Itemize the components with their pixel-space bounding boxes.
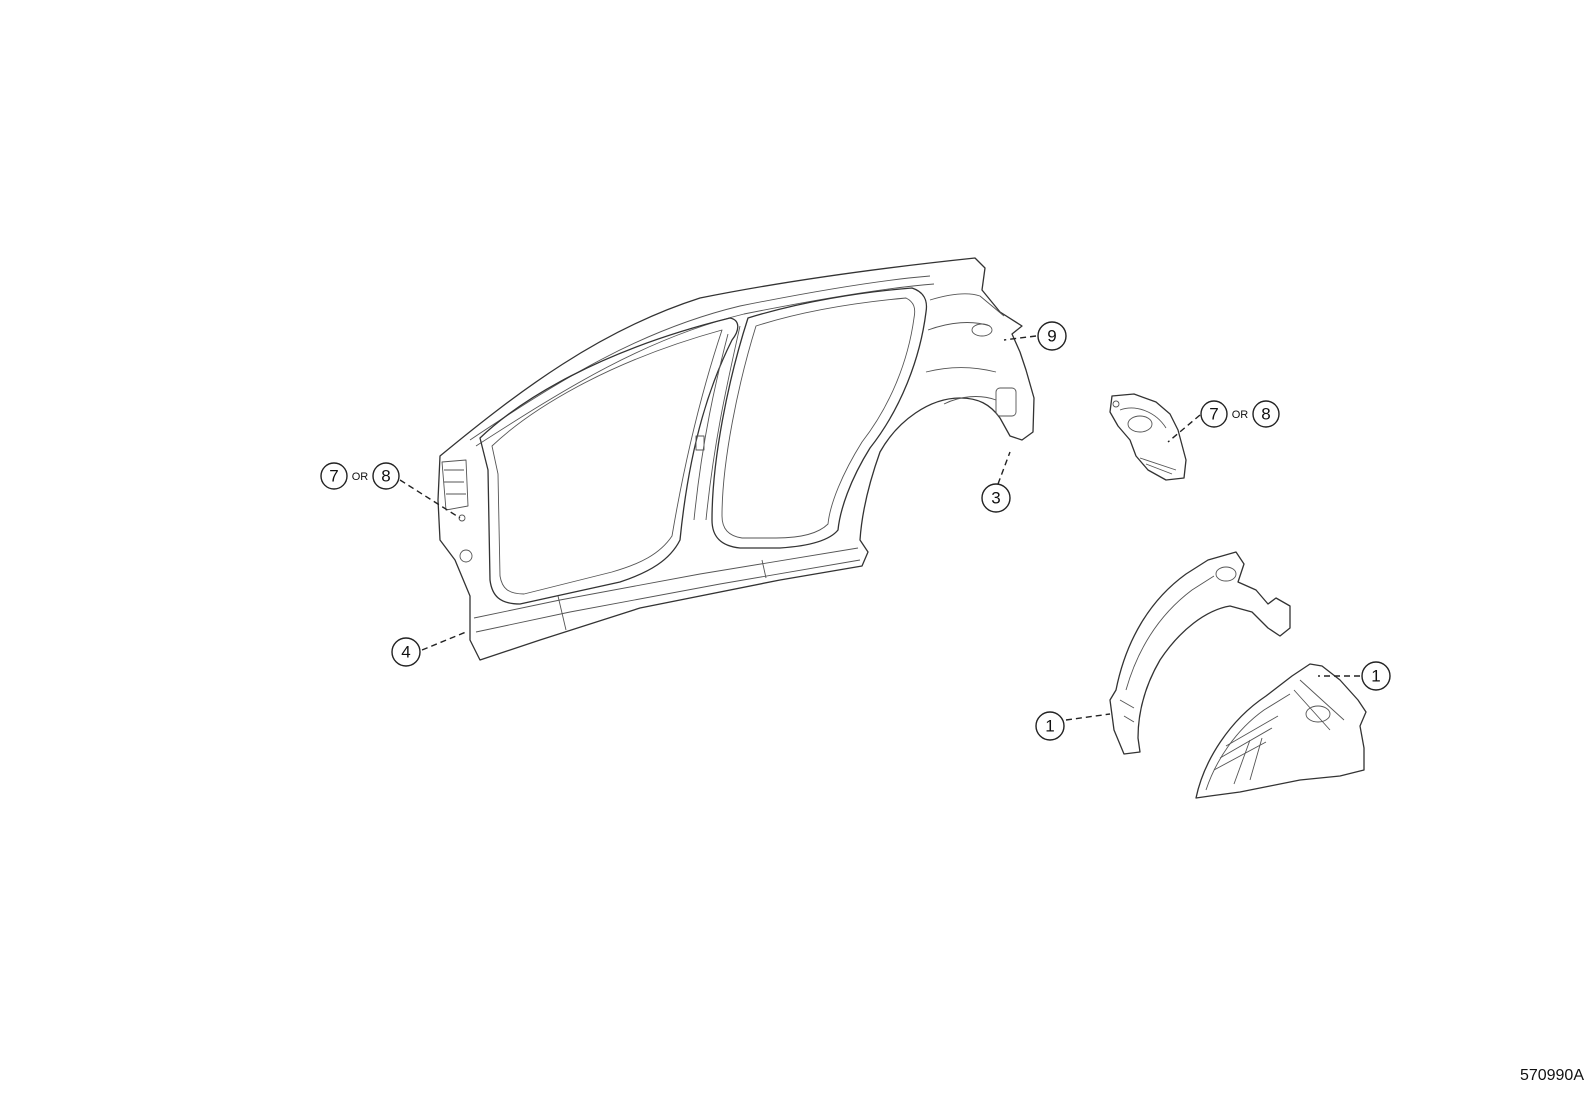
svg-text:OR: OR xyxy=(352,471,369,483)
callout-4: 4 xyxy=(391,637,421,667)
leader-3 xyxy=(997,451,1011,485)
svg-text:1: 1 xyxy=(1045,717,1054,736)
rear-wheel-house-inner xyxy=(1195,663,1367,799)
leader-1-left xyxy=(1065,713,1111,721)
svg-text:7: 7 xyxy=(329,467,338,486)
callout-1-right: 1 xyxy=(1361,661,1391,691)
leader-7or8-right xyxy=(1167,414,1201,443)
svg-text:1: 1 xyxy=(1371,667,1380,686)
callout-3: 3 xyxy=(981,483,1011,513)
svg-text:7: 7 xyxy=(1209,405,1218,424)
svg-text:8: 8 xyxy=(381,467,390,486)
leader-9 xyxy=(1003,335,1037,341)
body-side-outer-panel xyxy=(437,257,1035,661)
callout-7-or-8-left: 7 OR 8 xyxy=(320,462,400,490)
svg-text:8: 8 xyxy=(1261,405,1270,424)
figure-code: 570990A xyxy=(1519,1067,1584,1084)
callout-1-left: 1 xyxy=(1035,711,1065,741)
rear-inner-panel-small xyxy=(1109,393,1187,481)
leader-4 xyxy=(421,631,467,651)
callout-7-or-8-right: 7 OR 8 xyxy=(1200,400,1280,428)
svg-text:9: 9 xyxy=(1047,327,1056,346)
leader-lines xyxy=(399,335,1360,721)
rear-wheel-house-outer xyxy=(1109,551,1291,755)
leader-7or8-left xyxy=(399,479,461,519)
svg-text:3: 3 xyxy=(991,489,1000,508)
svg-text:OR: OR xyxy=(1232,409,1249,421)
svg-text:4: 4 xyxy=(401,643,410,662)
callout-9: 9 xyxy=(1037,321,1067,351)
